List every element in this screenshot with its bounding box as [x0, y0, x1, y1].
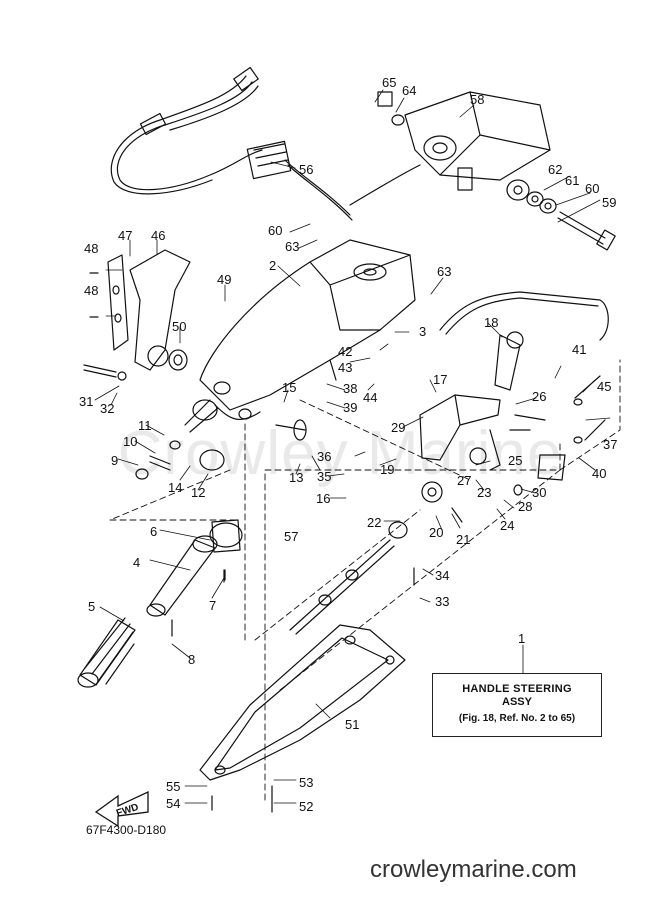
callout: 51: [345, 717, 359, 732]
callout: 39: [343, 400, 357, 415]
callout: 50: [172, 319, 186, 334]
bracket-46: [83, 249, 191, 381]
callout: 31: [79, 394, 93, 409]
callout: 23: [477, 485, 491, 500]
callout: 59: [602, 195, 616, 210]
base-plate-51: [199, 624, 406, 781]
callout: 38: [343, 381, 357, 396]
callout: 37: [603, 437, 617, 452]
callout: 45: [597, 379, 611, 394]
callout: 60: [268, 223, 282, 238]
callout: 64: [402, 83, 416, 98]
callout: 61: [565, 173, 579, 188]
callout: 25: [508, 453, 522, 468]
callout: 26: [532, 389, 546, 404]
fwd-label: FWD: [115, 802, 140, 820]
bolts: [171, 567, 415, 813]
callout: 65: [382, 75, 396, 90]
linkage-rods: [289, 481, 463, 635]
leader-lines: [94, 89, 611, 804]
callout: 22: [367, 515, 381, 530]
site-url[interactable]: crowleymarine.com: [370, 856, 577, 883]
callout: 52: [299, 799, 313, 814]
grip-assembly: [77, 519, 243, 688]
fwd-arrow-icon: FWD: [94, 790, 149, 828]
callout: 63: [437, 264, 451, 279]
cables: [439, 291, 609, 444]
callout: 33: [435, 594, 449, 609]
callout: 57: [284, 529, 298, 544]
callout: 24: [500, 518, 514, 533]
callout: 53: [299, 775, 313, 790]
assembly-title: HANDLE STEERING: [462, 683, 572, 695]
handle-housing: [199, 239, 416, 421]
callout: 15: [282, 380, 296, 395]
callout: 7: [209, 598, 216, 613]
callout: 41: [572, 342, 586, 357]
callout: 29: [391, 420, 405, 435]
callout: 40: [592, 466, 606, 481]
callout: 32: [100, 401, 114, 416]
callout-numbers: 1 2 3 4 5 6 7 8 9 10 11 12 13 14 15 16 1…: [79, 75, 617, 814]
callout: 12: [191, 485, 205, 500]
callout: 17: [433, 372, 447, 387]
diagram-code: 67F4300-D180: [86, 823, 167, 837]
washers-59-62: [506, 179, 616, 251]
callout: 6: [150, 524, 157, 539]
assembly-subtitle: ASSY: [502, 696, 532, 708]
callout: 14: [168, 480, 182, 495]
callout: 8: [188, 652, 195, 667]
callout: 36: [317, 449, 331, 464]
callout: 42: [338, 344, 352, 359]
callout: 48: [84, 283, 98, 298]
callout: 3: [419, 324, 426, 339]
callout: 60: [585, 181, 599, 196]
wire-harness: [110, 66, 353, 221]
bracket-17: [419, 331, 566, 496]
callout: 10: [123, 434, 137, 449]
callout: 5: [88, 599, 95, 614]
callout: 16: [316, 491, 330, 506]
callout: 27: [457, 473, 471, 488]
bracket-58: [349, 91, 551, 206]
callout: 20: [429, 525, 443, 540]
callout: 18: [484, 315, 498, 330]
callout: 13: [289, 470, 303, 485]
callout: 21: [456, 532, 470, 547]
callout: 43: [338, 360, 352, 375]
callout: 49: [217, 272, 231, 287]
callout: 44: [363, 390, 377, 405]
callout: 4: [133, 555, 140, 570]
callout: 58: [470, 92, 484, 107]
callout: 46: [151, 228, 165, 243]
callout: 48: [84, 241, 98, 256]
callout: 54: [166, 796, 180, 811]
callout: 55: [166, 779, 180, 794]
callout: 35: [317, 469, 331, 484]
callout: 2: [269, 258, 276, 273]
callout: 9: [111, 453, 118, 468]
callout: 19: [380, 462, 394, 477]
frame-lines: [109, 359, 621, 801]
callout: 11: [138, 418, 152, 433]
callout: 56: [299, 162, 313, 177]
callout: 30: [532, 485, 546, 500]
callout: 63: [285, 239, 299, 254]
callout: 1: [518, 631, 525, 646]
callout: 28: [518, 499, 532, 514]
pivot-assembly: [135, 399, 307, 480]
callout: 62: [548, 162, 562, 177]
callout: 47: [118, 228, 132, 243]
assembly-reference: (Fig. 18, Ref. No. 2 to 65): [458, 713, 576, 724]
callout: 34: [435, 568, 449, 583]
assembly-info-box: HANDLE STEERING ASSY (Fig. 18, Ref. No. …: [432, 673, 602, 737]
